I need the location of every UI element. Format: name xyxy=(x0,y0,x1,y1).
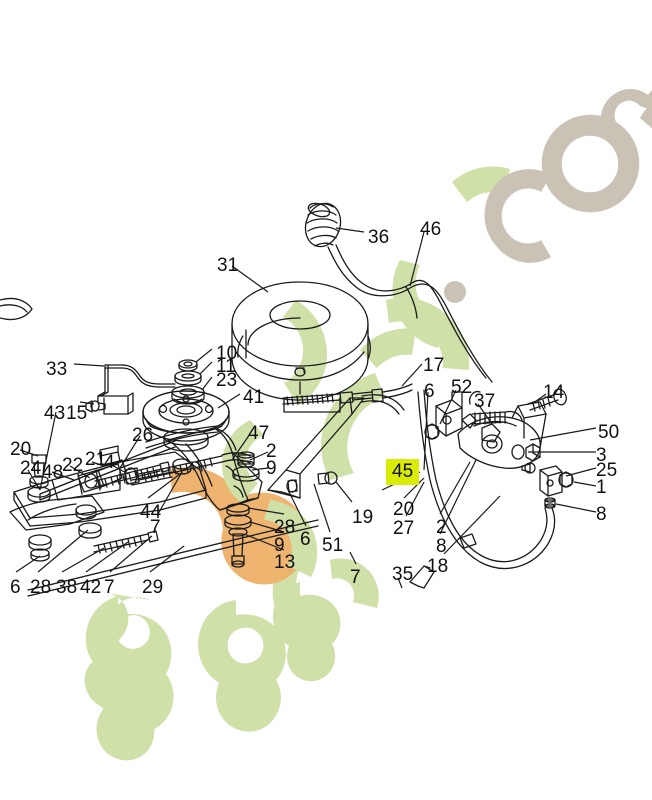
callout-27: 27 xyxy=(393,518,415,539)
callout-51: 51 xyxy=(322,535,344,556)
callout-22: 22 xyxy=(62,455,84,476)
leader-lines xyxy=(15,227,597,589)
callout-14: 14 xyxy=(543,382,565,403)
part-10-washer xyxy=(178,359,198,372)
part-6b-fastener xyxy=(521,462,536,474)
part-8-ferrule xyxy=(544,497,556,509)
part-28-washer-stack xyxy=(224,503,252,537)
callout-9: 9 xyxy=(274,535,285,556)
part-lower-left-linkage xyxy=(9,495,159,562)
part-19-bracket-plate xyxy=(267,397,365,499)
part-19-pin xyxy=(317,471,338,485)
callout-45-highlighted: 45 xyxy=(386,459,420,485)
part-11-washer xyxy=(174,370,202,386)
part-1-fastener xyxy=(558,471,574,488)
callout-8: 8 xyxy=(596,504,607,525)
callout-31: 31 xyxy=(217,255,239,276)
part-33-bracket-rod xyxy=(97,364,176,415)
callout-25: 25 xyxy=(596,460,618,481)
callout-6: 6 xyxy=(424,381,435,402)
callout-8: 8 xyxy=(436,536,447,557)
callout-46: 46 xyxy=(420,219,442,240)
part-37-lever xyxy=(461,413,501,443)
callout-13: 13 xyxy=(274,552,296,573)
part-4-spacer xyxy=(124,467,140,485)
callout-41: 41 xyxy=(243,387,265,408)
callout-50: 50 xyxy=(598,422,620,443)
callout-10: 10 xyxy=(216,343,238,364)
callout-7: 7 xyxy=(104,577,115,598)
part-51-fastener xyxy=(286,479,298,493)
part-36-shift-knob xyxy=(304,202,342,248)
part-48-chassis-frame xyxy=(13,451,207,527)
callout-26: 26 xyxy=(132,425,154,446)
part-46-shift-lever-rod xyxy=(327,244,493,383)
part-27-cable-guide xyxy=(361,394,405,415)
callout-52: 52 xyxy=(451,377,473,398)
callout-24: 24 xyxy=(20,458,42,479)
part-7a-nut xyxy=(172,458,192,475)
callout-33: 33 xyxy=(46,359,68,380)
callout-28: 28 xyxy=(30,577,52,598)
callout-47: 47 xyxy=(248,423,270,444)
callout-9: 9 xyxy=(266,458,277,479)
part-21-pin xyxy=(99,445,121,466)
part-9-washer xyxy=(232,466,260,482)
part-35-bent-bracket xyxy=(409,565,435,589)
callout-11: 11 xyxy=(216,356,236,377)
callout-7: 7 xyxy=(350,567,361,588)
callout-3: 3 xyxy=(596,445,607,466)
callout-6: 6 xyxy=(300,529,311,550)
callout-29: 29 xyxy=(142,577,164,598)
part-arc-fragment xyxy=(0,297,33,321)
part-17-spring-cable xyxy=(282,367,413,406)
part-25-cable-bracket xyxy=(539,465,563,497)
part-52-bracket xyxy=(435,391,463,437)
part-14-bolt xyxy=(527,388,567,412)
callout-43: 43 xyxy=(44,403,66,424)
callout-48: 48 xyxy=(42,462,64,483)
callout-36: 36 xyxy=(368,227,390,248)
callout-42: 42 xyxy=(80,577,102,598)
callout-2: 2 xyxy=(266,441,277,462)
callout-6: 6 xyxy=(10,577,21,598)
part-13-bolt xyxy=(231,533,245,568)
callout-35: 35 xyxy=(392,564,414,585)
callout-38: 38 xyxy=(56,577,78,598)
callout-44: 44 xyxy=(140,502,162,523)
part-41-pulley xyxy=(142,390,230,452)
part-15-fastener xyxy=(85,400,106,413)
callout-7: 7 xyxy=(150,517,161,538)
callout-2: 2 xyxy=(436,517,447,538)
callout-1: 1 xyxy=(596,477,607,498)
callout-15: 15 xyxy=(66,403,88,424)
callout-20: 20 xyxy=(393,499,415,520)
callout-21: 21 xyxy=(85,449,107,470)
callout-17: 17 xyxy=(423,355,445,376)
callout-20: 20 xyxy=(10,439,32,460)
callout-28: 28 xyxy=(274,517,296,538)
part-29-long-rod xyxy=(27,519,319,597)
callout-18: 18 xyxy=(427,556,449,577)
callout-19: 19 xyxy=(352,507,374,528)
callout-23: 23 xyxy=(216,370,238,391)
callout-37: 37 xyxy=(474,391,496,412)
part-3-nut xyxy=(511,443,541,462)
callout-4: 4 xyxy=(104,452,115,473)
part-31-belt-cover xyxy=(231,281,371,413)
part-18-cable-clamp xyxy=(459,533,477,549)
